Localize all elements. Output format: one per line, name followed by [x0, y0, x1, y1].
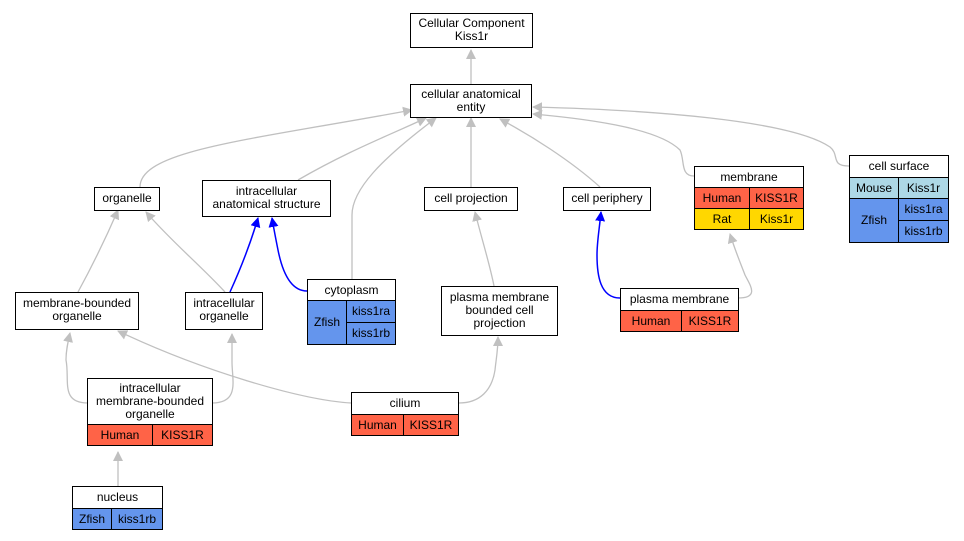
edge-io-ias	[229, 217, 261, 293]
membrane-bounded-organelle-node[interactable]: membrane-bounded organelle	[15, 292, 139, 330]
edge-membrane-cae	[532, 109, 695, 177]
gene-cell: kiss1rb	[899, 220, 948, 242]
edge-cytoplasm-cae	[351, 117, 437, 279]
gene-cell: Kiss1r	[898, 178, 948, 198]
gene-cell: kiss1ra	[904, 202, 943, 216]
species-cell: Zfish	[73, 509, 111, 529]
node-label: entity	[456, 100, 486, 114]
cell-surface-node[interactable]: cell surface Mouse Kiss1r Zfish kiss1ra …	[849, 155, 949, 243]
node-label: cell periphery	[571, 191, 643, 205]
node-label: membrane-bounded	[95, 394, 205, 408]
plasma-membrane-node[interactable]: plasma membrane Human KISS1R	[620, 288, 739, 332]
node-label: organelle	[125, 407, 175, 421]
edge-cellper-cae	[499, 118, 601, 188]
gene-cell: KISS1R	[152, 425, 212, 445]
edge-cytoplasm-ias	[268, 217, 308, 292]
root-node[interactable]: Cellular Component Kiss1r	[410, 13, 533, 48]
edge-pm-cellper	[595, 211, 621, 299]
node-label: nucleus	[96, 490, 139, 504]
gene-cell: kiss1rb	[111, 509, 162, 529]
edge-mbo-organelle	[77, 209, 120, 293]
node-label: membrane-bounded	[22, 296, 132, 310]
cell-projection-node[interactable]: cell projection	[424, 187, 518, 211]
species-cell: Zfish	[860, 213, 887, 227]
edge-cellsurf-cae	[532, 102, 850, 167]
node-label: projection	[473, 316, 526, 330]
node-label: bounded cell	[465, 303, 534, 317]
edge-cilium-pmbcp	[458, 336, 503, 404]
nucleus-node[interactable]: nucleus Zfish kiss1rb	[72, 486, 163, 530]
edge-ias-cae	[297, 117, 427, 181]
node-label: organelle	[52, 309, 102, 323]
species-cell: Zfish	[313, 315, 340, 329]
cellular-anatomical-entity-node[interactable]: cellular anatomical entity	[410, 84, 532, 118]
species-cell: Human	[88, 425, 152, 445]
edge-pmbcp-cellproj	[472, 211, 495, 287]
gene-cell: KISS1R	[749, 188, 803, 208]
edge-io-organelle	[145, 211, 226, 293]
intracellular-organelle-node[interactable]: intracellular organelle	[185, 292, 263, 330]
species-cell: Human	[621, 311, 681, 331]
gene-cell: KISS1R	[681, 311, 738, 331]
species-cell: Rat	[695, 209, 749, 229]
node-label: cell projection	[434, 191, 508, 205]
edge-cilium-mbo	[117, 330, 352, 404]
species-cell: Human	[352, 415, 403, 435]
cilium-node[interactable]: cilium Human KISS1R	[351, 392, 459, 436]
edge-pm-membrane	[727, 233, 753, 299]
species-cell: Mouse	[850, 178, 898, 198]
root-node-label-1: Cellular Component	[418, 16, 525, 30]
node-label: plasma membrane	[449, 290, 550, 304]
edge-imbo-io	[211, 333, 237, 404]
gene-cell: KISS1R	[403, 415, 458, 435]
edge-organelle-cae	[139, 106, 413, 188]
cytoplasm-node[interactable]: cytoplasm Zfish kiss1ra kiss1rb	[307, 279, 396, 345]
membrane-node[interactable]: membrane Human KISS1R Rat Kiss1r	[694, 166, 804, 230]
edge-imbo-mbo	[63, 332, 89, 404]
node-label: cell surface	[868, 159, 930, 173]
organelle-node[interactable]: organelle	[94, 187, 160, 211]
node-label: intracellular	[193, 296, 255, 310]
cell-periphery-node[interactable]: cell periphery	[563, 187, 651, 211]
gene-cell: kiss1ra	[351, 304, 390, 318]
gene-cell: Kiss1r	[749, 209, 803, 229]
intracellular-anatomical-structure-node[interactable]: intracellular anatomical structure	[202, 180, 331, 217]
root-node-label-2: Kiss1r	[454, 29, 489, 43]
node-label: organelle	[199, 309, 249, 323]
node-label: cellular anatomical	[421, 87, 521, 101]
node-label: plasma membrane	[629, 292, 730, 306]
species-cell: Human	[695, 188, 749, 208]
node-label: cilium	[389, 396, 421, 410]
plasma-membrane-bounded-cell-projection-node[interactable]: plasma membrane bounded cell projection	[441, 286, 558, 336]
node-label: anatomical structure	[212, 197, 321, 211]
node-label: membrane	[720, 170, 778, 184]
node-label: cytoplasm	[324, 283, 379, 297]
gene-cell: kiss1rb	[347, 322, 395, 344]
intracellular-membrane-bounded-organelle-node[interactable]: intracellular membrane-bounded organelle…	[87, 378, 213, 446]
node-label: intracellular	[119, 381, 181, 395]
node-label: organelle	[102, 191, 152, 205]
node-label: intracellular	[235, 184, 298, 198]
